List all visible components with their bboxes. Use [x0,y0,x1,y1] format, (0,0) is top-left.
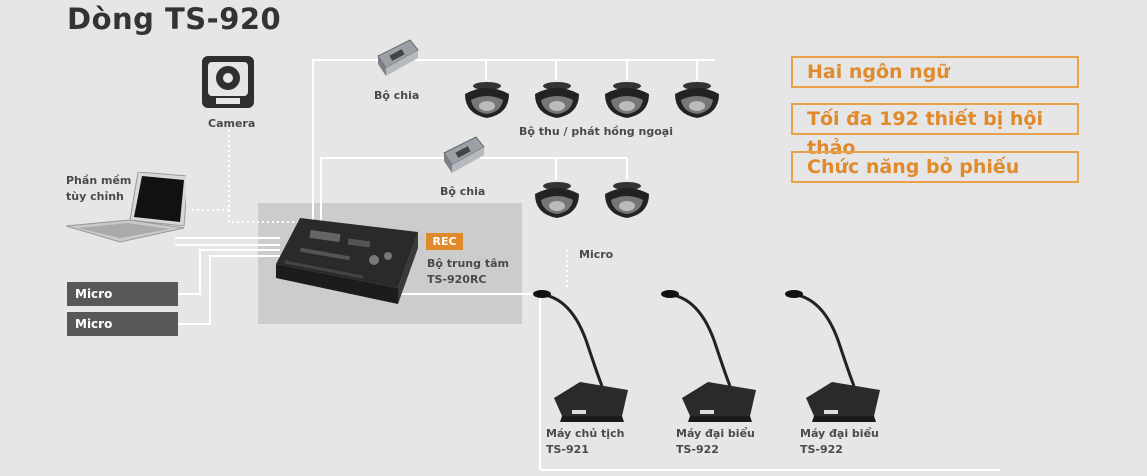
delegate-unit-1-label-line1: Máy đại biểu [676,427,755,440]
micro-input-1: Micro [67,282,178,306]
splitter-mid-label: Bộ chia [440,185,486,198]
feature-voting: Chức năng bỏ phiếu [791,151,1079,183]
splitter-icon [372,38,422,82]
ir-dome-icon [603,80,651,124]
chair-unit-label-line1: Máy chủ tịch [546,427,625,440]
ir-dome-icon [533,80,581,124]
hub-label-line2: TS-920RC [427,273,487,286]
delegate-unit-1-label-line2: TS-922 [676,443,719,456]
ir-dome-icon [603,180,651,224]
central-unit-icon [270,212,420,316]
feature-bilingual: Hai ngôn ngữ [791,56,1079,88]
delegate-unit-2-label-line2: TS-922 [800,443,843,456]
micro-input-2: Micro [67,312,178,336]
ir-dome-icon [533,180,581,224]
splitter-icon [438,135,488,179]
delegate-unit-2-label-line1: Máy đại biểu [800,427,879,440]
camera-label: Camera [208,117,256,130]
gooseneck-mic-icon [532,286,632,426]
page-title: Dòng TS-920 [67,2,282,36]
ir-transceiver-label: Bộ thu / phát hồng ngoại [519,125,673,138]
gooseneck-mic-icon [660,286,760,426]
camera-icon [200,54,256,118]
software-label-line2: tùy chỉnh [66,190,124,203]
rec-badge: REC [426,233,463,250]
chair-unit-label-line2: TS-921 [546,443,589,456]
gooseneck-mic-icon [784,286,884,426]
micro-top-label: Micro [579,248,614,261]
splitter-top-label: Bộ chia [374,89,420,102]
ir-dome-icon [673,80,721,124]
feature-max-devices: Tối đa 192 thiết bị hội thảo [791,103,1079,159]
software-label-line1: Phần mềm [66,174,132,187]
hub-label-line1: Bộ trung tâm [427,257,509,270]
laptop-icon [65,171,189,251]
ir-dome-icon [463,80,511,124]
